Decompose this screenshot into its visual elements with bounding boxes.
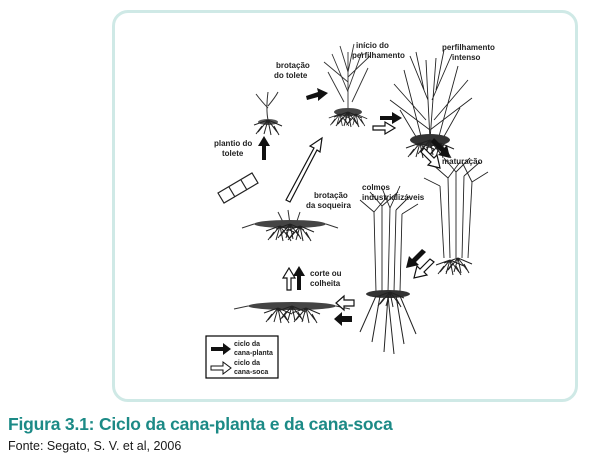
arrow-left-stubble bbox=[334, 312, 352, 326]
arrow-down-soca bbox=[420, 147, 441, 169]
arrow-up-planting bbox=[258, 136, 270, 160]
figure-caption: Figura 3.1: Ciclo da cana-planta e da ca… bbox=[8, 414, 393, 434]
mature-stalks-plant bbox=[359, 185, 419, 355]
maturation-plant bbox=[423, 157, 489, 276]
label-colmos-2: industrializáveis bbox=[362, 193, 425, 202]
label-perfilhamento-intenso-1: perfilhamento bbox=[442, 43, 495, 52]
label-colmos-1: colmos bbox=[362, 183, 391, 192]
sugarcane-cycle-diagram: início do perfilhamento perfilhamento in… bbox=[205, 41, 495, 379]
label-brotacao-tolete-1: brotação bbox=[276, 61, 310, 70]
label-brotacao-tolete-2: do tolete bbox=[274, 71, 308, 80]
label-inicio-perfilhamento-1: início do bbox=[356, 41, 389, 50]
legend-black-arrow-icon bbox=[211, 343, 231, 355]
legend-white-arrow-icon bbox=[210, 361, 232, 375]
legend-cana-soca-2: cana-soca bbox=[234, 369, 268, 376]
legend: ciclo da cana-planta ciclo da cana-soca bbox=[205, 335, 279, 379]
arrow-down-left-soca bbox=[413, 258, 435, 279]
harvested-stubble bbox=[233, 302, 351, 324]
cane-cutting bbox=[217, 172, 259, 204]
figure-source: Fonte: Segato, S. V. et al, 2006 bbox=[8, 439, 182, 453]
arrow-up-soca bbox=[281, 266, 297, 291]
arrow-right-soca-1 bbox=[372, 120, 397, 136]
arrow-right-tillering bbox=[380, 112, 402, 124]
figure-frame bbox=[112, 10, 578, 402]
label-corte-colheita-1: corte ou bbox=[310, 269, 342, 278]
cana-planta-arrows bbox=[258, 88, 450, 326]
arrow-up-cut bbox=[293, 266, 305, 290]
arrow-long-ratoon bbox=[285, 136, 323, 203]
label-perfilhamento-intenso-2: intenso bbox=[452, 53, 481, 62]
arrow-left-soca bbox=[335, 294, 355, 312]
label-maturacao: maturação bbox=[442, 157, 483, 166]
arrow-down-left-harvest bbox=[406, 249, 426, 268]
arrow-right-sprout bbox=[306, 88, 328, 101]
label-plantio-tolete-1: plantio do bbox=[214, 139, 252, 148]
label-brotacao-soqueira-1: brotação bbox=[314, 191, 348, 200]
legend-cana-planta-1: ciclo da bbox=[234, 341, 260, 348]
label-plantio-tolete-2: tolete bbox=[222, 149, 244, 158]
arrow-down-maturation bbox=[431, 138, 450, 158]
label-brotacao-soqueira-2: da soqueira bbox=[306, 201, 351, 210]
intense-tillering-plant bbox=[389, 49, 473, 159]
legend-cana-planta-2: cana-planta bbox=[234, 350, 273, 357]
sprout-illustration bbox=[253, 91, 283, 136]
label-corte-colheita-2: colheita bbox=[310, 279, 341, 288]
ratoon-sprout-plant bbox=[241, 209, 339, 242]
early-tillering-plant bbox=[323, 43, 371, 128]
legend-cana-soca-1: ciclo da bbox=[234, 360, 260, 367]
label-inicio-perfilhamento-2: perfilhamento bbox=[352, 51, 405, 60]
cana-soca-arrows bbox=[281, 120, 441, 312]
